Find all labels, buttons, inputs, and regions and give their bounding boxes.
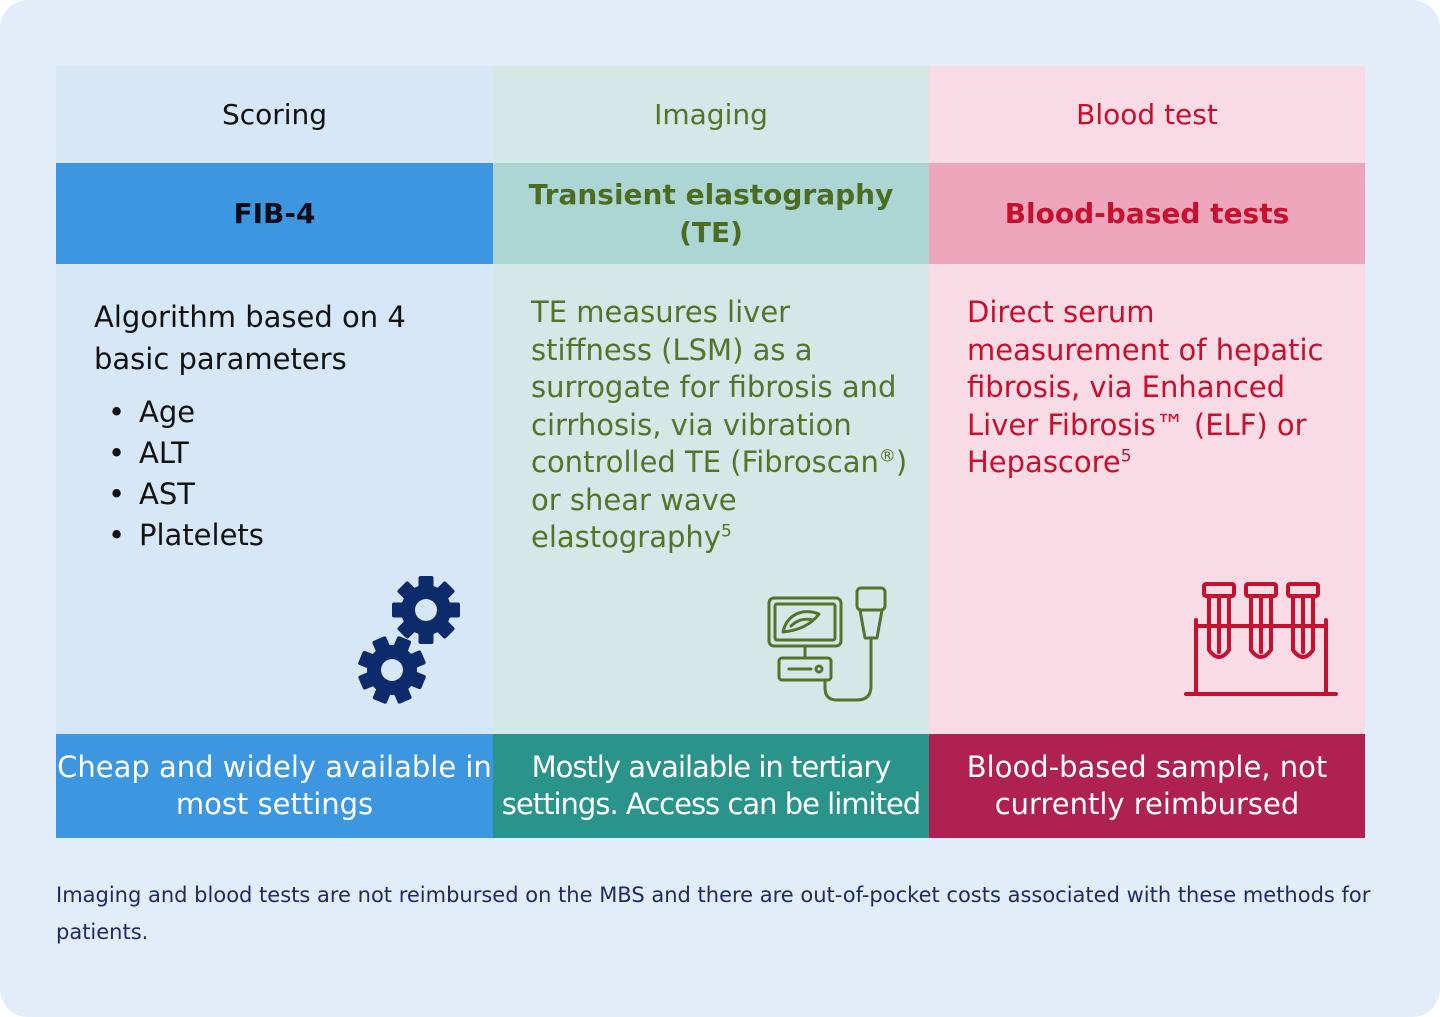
footer-scoring: Cheap and widely available in most setti… bbox=[56, 734, 493, 838]
parameter-label: Age bbox=[139, 395, 196, 429]
parameter-label: ALT bbox=[139, 436, 189, 470]
bullet: • bbox=[108, 436, 126, 470]
parameter-list: • Age • ALT • AST • Platelets bbox=[94, 392, 264, 556]
header-scoring: Scoring bbox=[56, 66, 493, 163]
blood-test-description: Direct serum measurement of hepatic fibr… bbox=[967, 294, 1347, 482]
header-blood-test: Blood test bbox=[929, 66, 1365, 163]
bullet: • bbox=[108, 395, 126, 429]
footer-blood-test: Blood-based sample, not currently reimbu… bbox=[929, 734, 1365, 838]
test-tubes-icon bbox=[1184, 582, 1338, 696]
footer-imaging: Mostly available in tertiary settings. A… bbox=[493, 734, 929, 838]
method-transient-elastography: Transient elastography (TE) bbox=[493, 163, 929, 264]
list-item: • Age bbox=[94, 392, 264, 433]
scoring-intro: Algorithm based on 4 basic parameters bbox=[94, 300, 406, 376]
gears-icon bbox=[358, 576, 460, 704]
body-scoring: Algorithm based on 4 basic parameters • A… bbox=[56, 264, 493, 734]
column-imaging: Imaging Transient elastography (TE) TE m… bbox=[493, 66, 929, 838]
header-imaging: Imaging bbox=[493, 66, 929, 163]
list-item: • AST bbox=[94, 474, 264, 515]
description-text: TE measures liver stiffness (LSM) as a s… bbox=[531, 295, 897, 479]
parameter-label: AST bbox=[139, 477, 195, 511]
column-scoring: Scoring FIB-4 Algorithm based on 4 basic… bbox=[56, 66, 493, 838]
registered-mark: ® bbox=[878, 446, 896, 467]
body-imaging: TE measures liver stiffness (LSM) as a s… bbox=[493, 264, 929, 734]
method-fib4: FIB-4 bbox=[56, 163, 493, 264]
description-text: Direct serum measurement of hepatic fibr… bbox=[967, 295, 1324, 479]
description-text: ) or shear wave elastography bbox=[531, 445, 908, 554]
imaging-description: TE measures liver stiffness (LSM) as a s… bbox=[531, 294, 911, 557]
list-item: • ALT bbox=[94, 433, 264, 474]
comparison-table: Scoring FIB-4 Algorithm based on 4 basic… bbox=[56, 66, 1365, 838]
reference-mark: 5 bbox=[720, 521, 732, 542]
ultrasound-device-icon bbox=[767, 586, 887, 702]
body-blood-test: Direct serum measurement of hepatic fibr… bbox=[929, 264, 1365, 734]
reference-mark: 5 bbox=[1120, 446, 1132, 467]
parameter-label: Platelets bbox=[139, 518, 264, 552]
bullet: • bbox=[108, 518, 126, 552]
method-blood-based-tests: Blood-based tests bbox=[929, 163, 1365, 264]
column-blood-test: Blood test Blood-based tests Direct seru… bbox=[929, 66, 1365, 838]
list-item: • Platelets bbox=[94, 515, 264, 556]
bullet: • bbox=[108, 477, 126, 511]
footnote: Imaging and blood tests are not reimburs… bbox=[56, 883, 1371, 944]
